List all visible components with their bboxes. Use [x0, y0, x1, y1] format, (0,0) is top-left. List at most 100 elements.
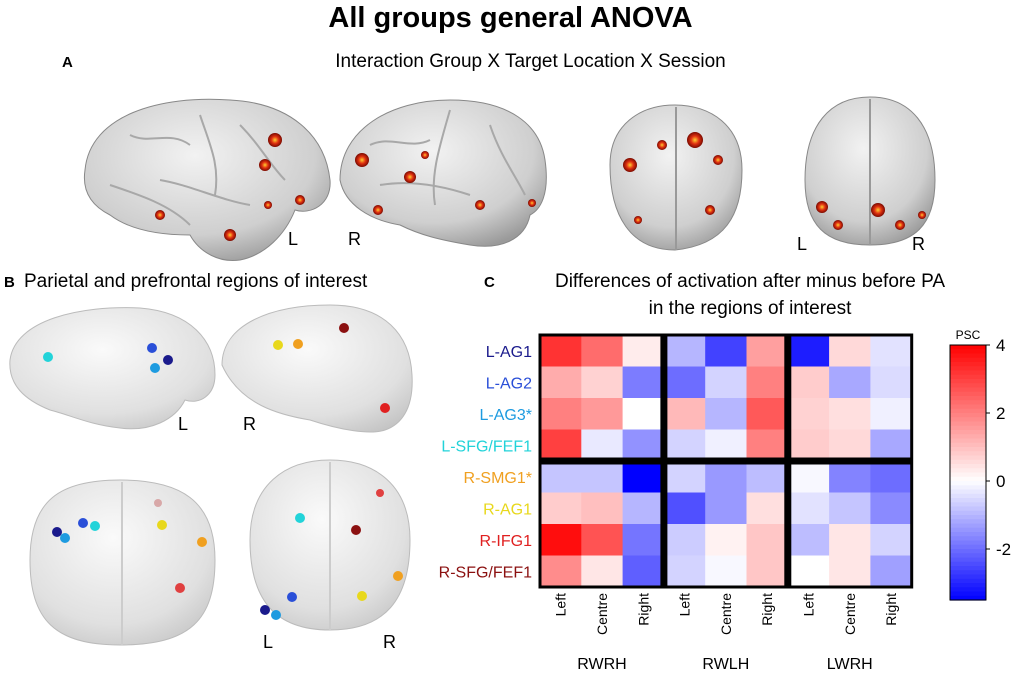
- heatmap-group-label: LWRH: [827, 656, 873, 673]
- heatmap-cell-5-2: [622, 492, 665, 525]
- colorbar-tick-label: 0: [996, 472, 1005, 491]
- colorbar-segment: [950, 566, 986, 571]
- heatmap-cell-1-0: [540, 366, 582, 399]
- panel-b-label-l2: L: [263, 632, 273, 652]
- colorbar-segment: [950, 396, 986, 401]
- colorbar-segment: [950, 345, 986, 350]
- heatmap-cell-0-3: [663, 335, 706, 367]
- colorbar-segment: [950, 519, 986, 525]
- heatmap-cell-3-0: [540, 429, 582, 462]
- heatmap-cell-5-0: [540, 492, 582, 525]
- heatmap-cell-3-7: [829, 429, 871, 462]
- colorbar-segment: [950, 595, 986, 601]
- colorbar-segment: [950, 442, 986, 448]
- heatmap-cell-2-4: [705, 398, 747, 430]
- heatmap-cell-4-0: [540, 461, 582, 493]
- colorbar-segment: [950, 430, 986, 435]
- colorbar-segment: [950, 591, 986, 597]
- roi-brain-posterior: [29, 479, 216, 646]
- panel-a-brain-renders: L R L R: [83, 96, 936, 262]
- brain-top: [804, 96, 936, 246]
- colorbar-segment: [950, 451, 986, 457]
- heatmap-cell-2-7: [829, 398, 871, 430]
- colorbar-segment: [950, 578, 986, 584]
- colorbar-segment: [950, 481, 986, 486]
- panel-c-letter: C: [484, 274, 495, 291]
- colorbar-segment: [950, 370, 986, 376]
- colorbar-segment: [950, 413, 986, 418]
- colorbar-segment: [950, 391, 986, 397]
- colorbar-segment: [950, 489, 986, 495]
- heatmap-cell-6-3: [663, 524, 706, 556]
- colorbar-segment: [950, 553, 986, 559]
- heatmap-cell-4-4: [705, 461, 747, 493]
- colorbar-segment: [950, 459, 986, 465]
- colorbar-segment: [950, 506, 986, 512]
- colorbar-segment: [950, 366, 986, 372]
- colorbar-segment: [950, 485, 986, 491]
- panel-a-letter: A: [62, 54, 73, 71]
- heatmap-cell-1-4: [705, 366, 747, 399]
- colorbar-segment: [950, 523, 986, 529]
- heatmap-column-label: Right: [759, 593, 775, 626]
- heatmap-cell-2-1: [581, 398, 624, 430]
- panel-b-letter: B: [4, 274, 15, 291]
- panel-c-title-line2: in the regions of interest: [648, 298, 852, 319]
- panel-b-label-r2: R: [383, 632, 396, 652]
- heatmap-cell-1-5: [746, 366, 789, 399]
- colorbar-segment: [950, 447, 986, 452]
- heatmap-cell-7-8: [870, 555, 913, 588]
- heatmap-cell-3-1: [581, 429, 624, 462]
- heatmap-cell-1-6: [787, 366, 830, 399]
- roi-brain-left: [9, 307, 216, 430]
- heatmap-cell-3-5: [746, 429, 789, 462]
- colorbar-tick-label: 2: [996, 404, 1005, 423]
- colorbar-tick-label: -2: [996, 540, 1011, 559]
- heatmap-cell-2-3: [663, 398, 706, 430]
- colorbar-segment: [950, 387, 986, 393]
- colorbar-segment: [950, 438, 986, 444]
- heatmap-group-label: RWLH: [702, 656, 749, 673]
- heatmap-cell-4-1: [581, 461, 624, 493]
- colorbar-segment: [950, 357, 986, 363]
- roi-brain-top: [249, 459, 411, 631]
- colorbar-segment: [950, 510, 986, 516]
- heatmap-cell-0-7: [829, 335, 871, 367]
- heatmap-cell-0-4: [705, 335, 747, 367]
- colorbar-segment: [950, 468, 986, 474]
- colorbar-segment: [950, 400, 986, 406]
- heatmap-chart: L-AG1L-AG2L-AG3*L-SFG/FEF1R-SMG1*R-AG1R-…: [439, 328, 1011, 673]
- colorbar-border: [949, 344, 987, 601]
- heatmap-cell-5-5: [746, 492, 789, 525]
- heatmap-cell-6-2: [622, 524, 665, 556]
- heatmap-column-label: Right: [635, 593, 651, 626]
- heatmap-column-label: Left: [553, 593, 569, 616]
- heatmap-cell-7-3: [663, 555, 706, 588]
- panel-b-roi-renders: L R L R: [9, 304, 413, 652]
- heatmap-row-label: L-AG3*: [480, 407, 532, 424]
- roi-brain-right: [221, 304, 413, 433]
- colorbar-segment: [950, 425, 986, 431]
- colorbar-segment: [950, 561, 986, 567]
- panel-a-label-l2: L: [797, 234, 807, 254]
- colorbar-segment: [950, 527, 986, 533]
- brain-posterior: [609, 104, 743, 251]
- colorbar-segment: [950, 557, 986, 563]
- heatmap-cell-7-2: [622, 555, 665, 588]
- heatmap-cell-3-4: [705, 429, 747, 462]
- heatmap-column-label: Centre: [718, 593, 734, 635]
- colorbar-segment: [950, 455, 986, 461]
- colorbar-segment: [950, 421, 986, 427]
- heatmap-cell-7-7: [829, 555, 871, 588]
- heatmap-cell-2-2: [622, 398, 665, 430]
- heatmap-row-label: R-AG1: [483, 501, 532, 518]
- colorbar-segment: [950, 536, 986, 542]
- colorbar-segment: [950, 417, 986, 423]
- heatmap-cell-4-8: [870, 461, 913, 493]
- heatmap-cell-4-2: [622, 461, 665, 493]
- heatmap-row-label: R-SMG1*: [464, 470, 532, 487]
- heatmap-column-label: Left: [677, 593, 693, 616]
- panel-a-title: Interaction Group X Target Location X Se…: [335, 51, 726, 72]
- colorbar-segment: [950, 353, 986, 359]
- colorbar-segment: [950, 583, 986, 588]
